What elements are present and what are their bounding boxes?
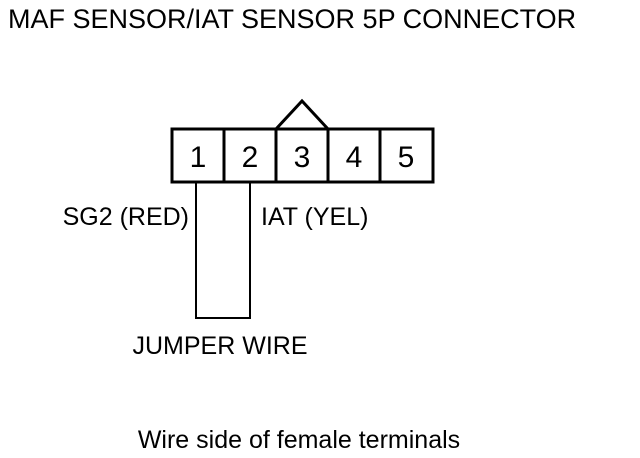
jumper-wire-label: JUMPER WIRE — [133, 332, 308, 360]
terminal-1-number: 1 — [190, 141, 207, 174]
terminal-4-number: 4 — [346, 141, 363, 174]
terminal-3-number: 3 — [294, 141, 311, 174]
connector-lock-tab — [274, 98, 330, 131]
connector-housing — [170, 98, 435, 184]
terminal-2-label: IAT (YEL) — [261, 203, 368, 231]
diagram-title: MAF SENSOR/IAT SENSOR 5P CONNECTOR — [8, 4, 577, 34]
terminal-2-number: 2 — [242, 141, 259, 174]
jumper-wire — [195, 182, 251, 319]
diagram-caption: Wire side of female terminals — [138, 426, 460, 454]
terminal-1-label: SG2 (RED) — [63, 203, 189, 231]
connector-outline — [170, 127, 435, 184]
terminal-5-number: 5 — [398, 141, 415, 174]
